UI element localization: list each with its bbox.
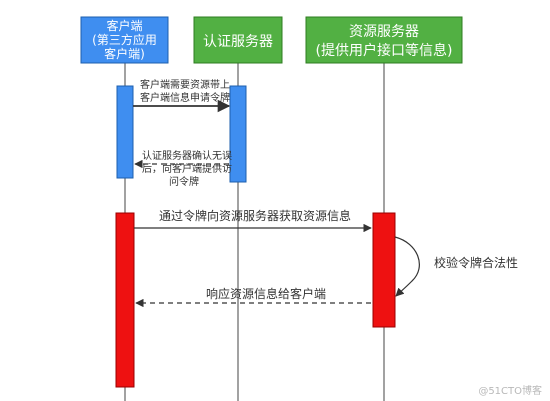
participant-auth: 认证服务器 [193,16,283,64]
client-activation-resource [115,212,135,388]
client-activation-token [116,85,134,179]
message-issue-token-label-3: 问令牌 [169,175,199,188]
message-fetch-resource-label: 通过令牌向资源服务器获取资源信息 [159,208,351,223]
participant-client-label-2: (第三方应用 [92,32,157,47]
participant-resource-box [305,16,463,64]
message-verify-token-label: 校验令牌合法性 [434,255,518,270]
participant-client-label-3: 客户端) [104,46,145,61]
participant-client-box [80,16,169,64]
watermark: @51CTO博客 [478,384,542,397]
resource-activation-resource [372,212,396,328]
participant-auth-box [193,16,283,64]
participant-client-label-1: 客户端 [106,18,142,33]
auth-activation-token [229,85,247,183]
participant-resource: 资源服务器 (提供用户接口等信息) [305,16,463,64]
message-return-resource-label: 响应资源信息给客户端 [206,286,326,301]
message-request-token-label-1: 客户端需要资源带上 [140,78,230,91]
participant-client: 客户端 (第三方应用 客户端) [80,16,169,64]
participant-resource-label-1: 资源服务器 [349,24,419,40]
message-issue-token-label-1: 认证服务器确认无误 [142,149,232,162]
message-request-token-label-2: 客户端信息申请令牌 [140,91,230,104]
participant-resource-label-2: (提供用户接口等信息) [316,42,453,59]
message-verify-token-loop [394,236,420,297]
message-issue-token-label-2: 后，向客户端提供访 [142,162,232,175]
participant-auth-label: 认证服务器 [203,34,273,50]
